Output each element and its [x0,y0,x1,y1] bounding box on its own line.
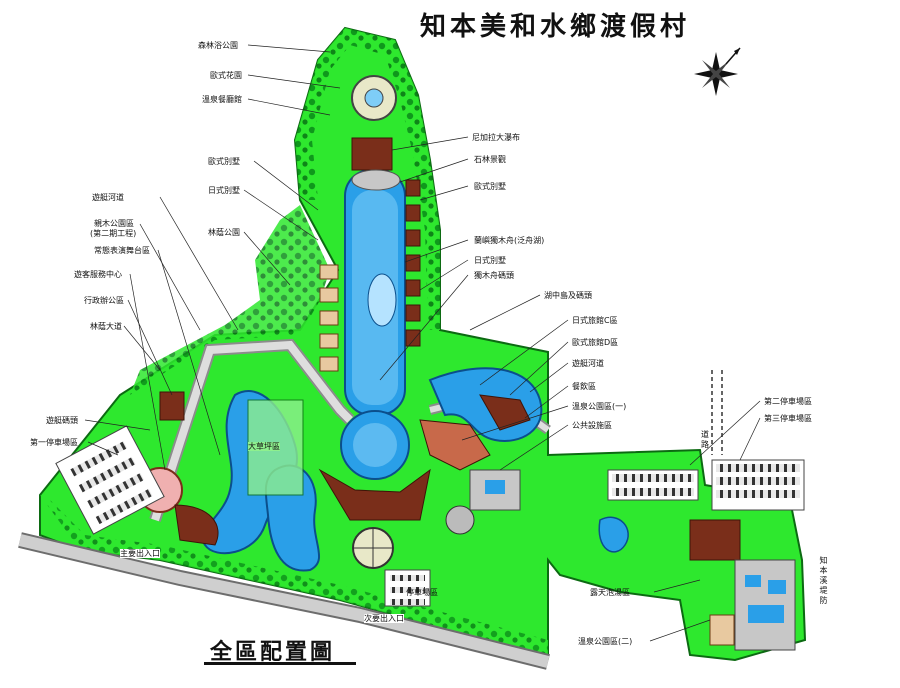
label-boat-canal-2: 遊艇河道 [572,359,604,368]
label-canoe-dock: 獨木舟碼頭 [474,271,514,280]
parking-lot-1 [55,425,165,535]
japanese-villa-row-west [319,264,339,372]
east-hotel [689,519,741,561]
niagara-falls-building [351,137,393,171]
east-pond [598,516,629,553]
label-japanese-villa-1: 日式別墅 [208,186,240,195]
label-island-dock: 湖中島及碼頭 [544,291,592,300]
north-access-road [711,370,723,455]
subtitle-underline [204,662,356,665]
parking-lot-3 [711,459,805,511]
west-tree-belt [130,205,330,395]
label-niagara-falls: 尼加拉大瀑布 [472,133,520,142]
label-japanese-hotel-c: 日式旅館C區 [572,316,618,325]
label-public-facilities: 公共設施區 [572,421,612,430]
admin-building [159,391,185,421]
label-parking-1: 第一停車場區 [30,438,78,447]
public-facility-round [445,505,475,535]
label-log-park: 親木公園區 [94,219,134,228]
central-island [367,273,397,327]
map-subtitle: 全區配置圖 [210,639,336,665]
label-parking-2: 第二停車場區 [764,397,812,406]
label-hot-spring-restaurant: 溫泉餐廳館 [202,95,242,104]
label-hot-spring-park-2: 溫泉公園區(二) [578,637,633,646]
label-european-villa-1: 歐式別墅 [208,157,240,166]
performance-stage [174,504,219,546]
hotel-block-d [479,394,531,431]
label-lawn: 大草坪區 [248,442,280,451]
label-dining-area: 餐飲區 [572,382,596,391]
compass-rose-icon [694,47,741,96]
label-parking-bottom: 停車場區 [406,588,438,597]
dining-building [318,468,431,521]
label-main-entrance: 主要出入口 [120,549,160,558]
label-road: 道路 [701,430,709,449]
label-secondary-entrance: 次要出入口 [364,614,404,623]
label-forest-walk-park: 林蔭公園 [208,228,240,237]
label-rock-forest: 石林景觀 [474,155,506,164]
label-admin-office: 行政辦公區 [84,296,124,305]
label-european-villa-2: 歐式別墅 [474,182,506,191]
label-lanyu-boat: 蘭嶼獨木舟(泛舟湖) [474,236,545,245]
north-tree-belt [295,28,440,330]
label-forest-avenue: 林蔭大道 [90,322,122,331]
label-visitor-center: 遊客服務中心 [74,270,122,279]
label-boat-canal-1: 遊艇河道 [92,193,124,202]
label-open-air-bath: 露天泡湯區 [590,588,630,597]
label-boat-dock: 遊艇碼頭 [46,416,78,425]
label-riverside-path: 知本溪堤防 [819,556,828,605]
label-european-hotel-d: 歐式旅館D區 [572,338,619,347]
leader-lines [84,44,761,642]
label-japanese-villa-2: 日式別墅 [474,256,506,265]
european-villa-row-east [405,179,421,347]
label-phase2-note: (第二期工程) [90,229,137,238]
label-hot-spring-park-1: 溫泉公園區(一) [572,402,627,411]
label-european-garden: 歐式花園 [210,71,242,80]
rock-forest-area [351,169,401,191]
parking-lot-bottom [384,569,431,607]
label-performance-stage: 常態表演舞台區 [94,246,150,255]
parking-lot-2 [607,469,699,501]
hotel-block-c [419,419,491,471]
map-title: 知本美和水鄉渡假村 [420,12,691,42]
south-tree-belt [40,495,548,658]
label-forest-bath-park: 森林浴公園 [198,41,238,50]
label-parking-3: 第三停車場區 [764,414,812,423]
public-facility-block [469,469,521,511]
